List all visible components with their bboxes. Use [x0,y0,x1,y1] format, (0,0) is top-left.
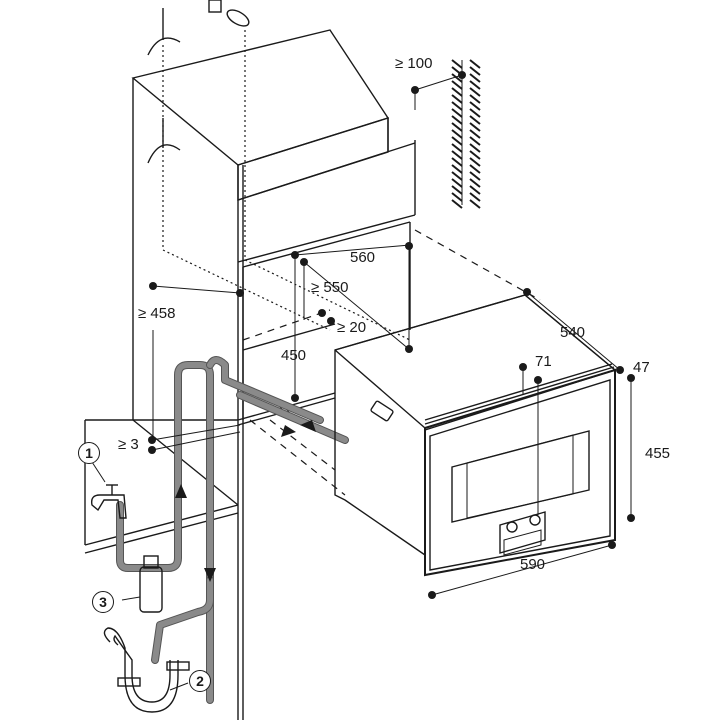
hatch-line [451,129,463,139]
hatch-line [451,101,463,111]
hatch-line [469,157,481,167]
hatch-line [451,199,463,209]
hatch-line [469,171,481,181]
dim-gap-below: ≥ 3 [118,436,139,453]
dimension-lines [91,71,635,691]
dim-appliance-height: 455 [645,445,671,462]
flow-arrow-out-icon [300,420,316,432]
hatch-line [469,122,481,132]
callout-drain-siphon: 2 [189,670,211,692]
wall-hatching [451,59,481,209]
hatch-line [469,59,481,69]
dim-niche-height: 450 [281,347,307,364]
flow-arrow-down-icon [204,568,216,582]
hatch-line [469,73,481,83]
hatch-line [469,143,481,153]
water-pipes [116,356,349,704]
hatch-line [451,122,463,132]
dim-clearance-top: ≥ 100 [395,55,433,72]
hatch-line [451,115,463,125]
hatch-line [469,199,481,209]
hatch-line [451,80,463,90]
hatch-line [469,115,481,125]
callout-water-tap: 1 [78,442,100,464]
hatch-line [469,178,481,188]
flow-arrow-in-icon [281,425,296,437]
power-plug-icon [208,0,250,27]
hatch-line [469,108,481,118]
flow-arrow-up-icon [175,484,187,498]
hatch-line [469,66,481,76]
hatch-line [469,129,481,139]
hatch-line [451,87,463,97]
hatch-line [451,171,463,181]
dim-appliance-depth: 540 [560,324,586,341]
hatch-line [451,192,463,202]
hatch-line [451,59,463,69]
water-filter-icon [139,555,163,613]
drain-siphon-icon [103,627,190,713]
hatch-line [469,94,481,104]
hatch-line [469,150,481,160]
dim-control-offset: 71 [535,353,552,370]
hatch-line [451,73,463,83]
hatch-line [451,185,463,195]
hatch-line [469,164,481,174]
hatch-line [469,136,481,146]
dim-niche-depth: ≥ 550 [311,279,349,296]
dim-appliance-width: 590 [520,556,546,573]
hatch-line [469,80,481,90]
hook-symbol-middle [147,118,181,164]
dim-height-from-floor: ≥ 458 [138,305,176,322]
callout-water-filter: 3 [92,591,114,613]
hatch-line [451,157,463,167]
hatch-line [469,87,481,97]
hatch-line [469,192,481,202]
dim-front-panel-depth: 47 [633,359,650,376]
hatch-line [451,150,463,160]
hatch-line [451,164,463,174]
hatch-line [469,101,481,111]
hook-symbol-top [147,8,181,56]
hatch-line [469,185,481,195]
hatch-line [451,136,463,146]
cable-guides [162,30,411,341]
dim-niche-width: 560 [350,249,376,266]
appliance [334,294,617,577]
hatch-line [451,143,463,153]
hatch-line [451,108,463,118]
dim-rear-gap: ≥ 20 [337,319,367,336]
water-tap-icon [90,484,127,519]
hatch-line [451,178,463,188]
hatch-line [451,94,463,104]
